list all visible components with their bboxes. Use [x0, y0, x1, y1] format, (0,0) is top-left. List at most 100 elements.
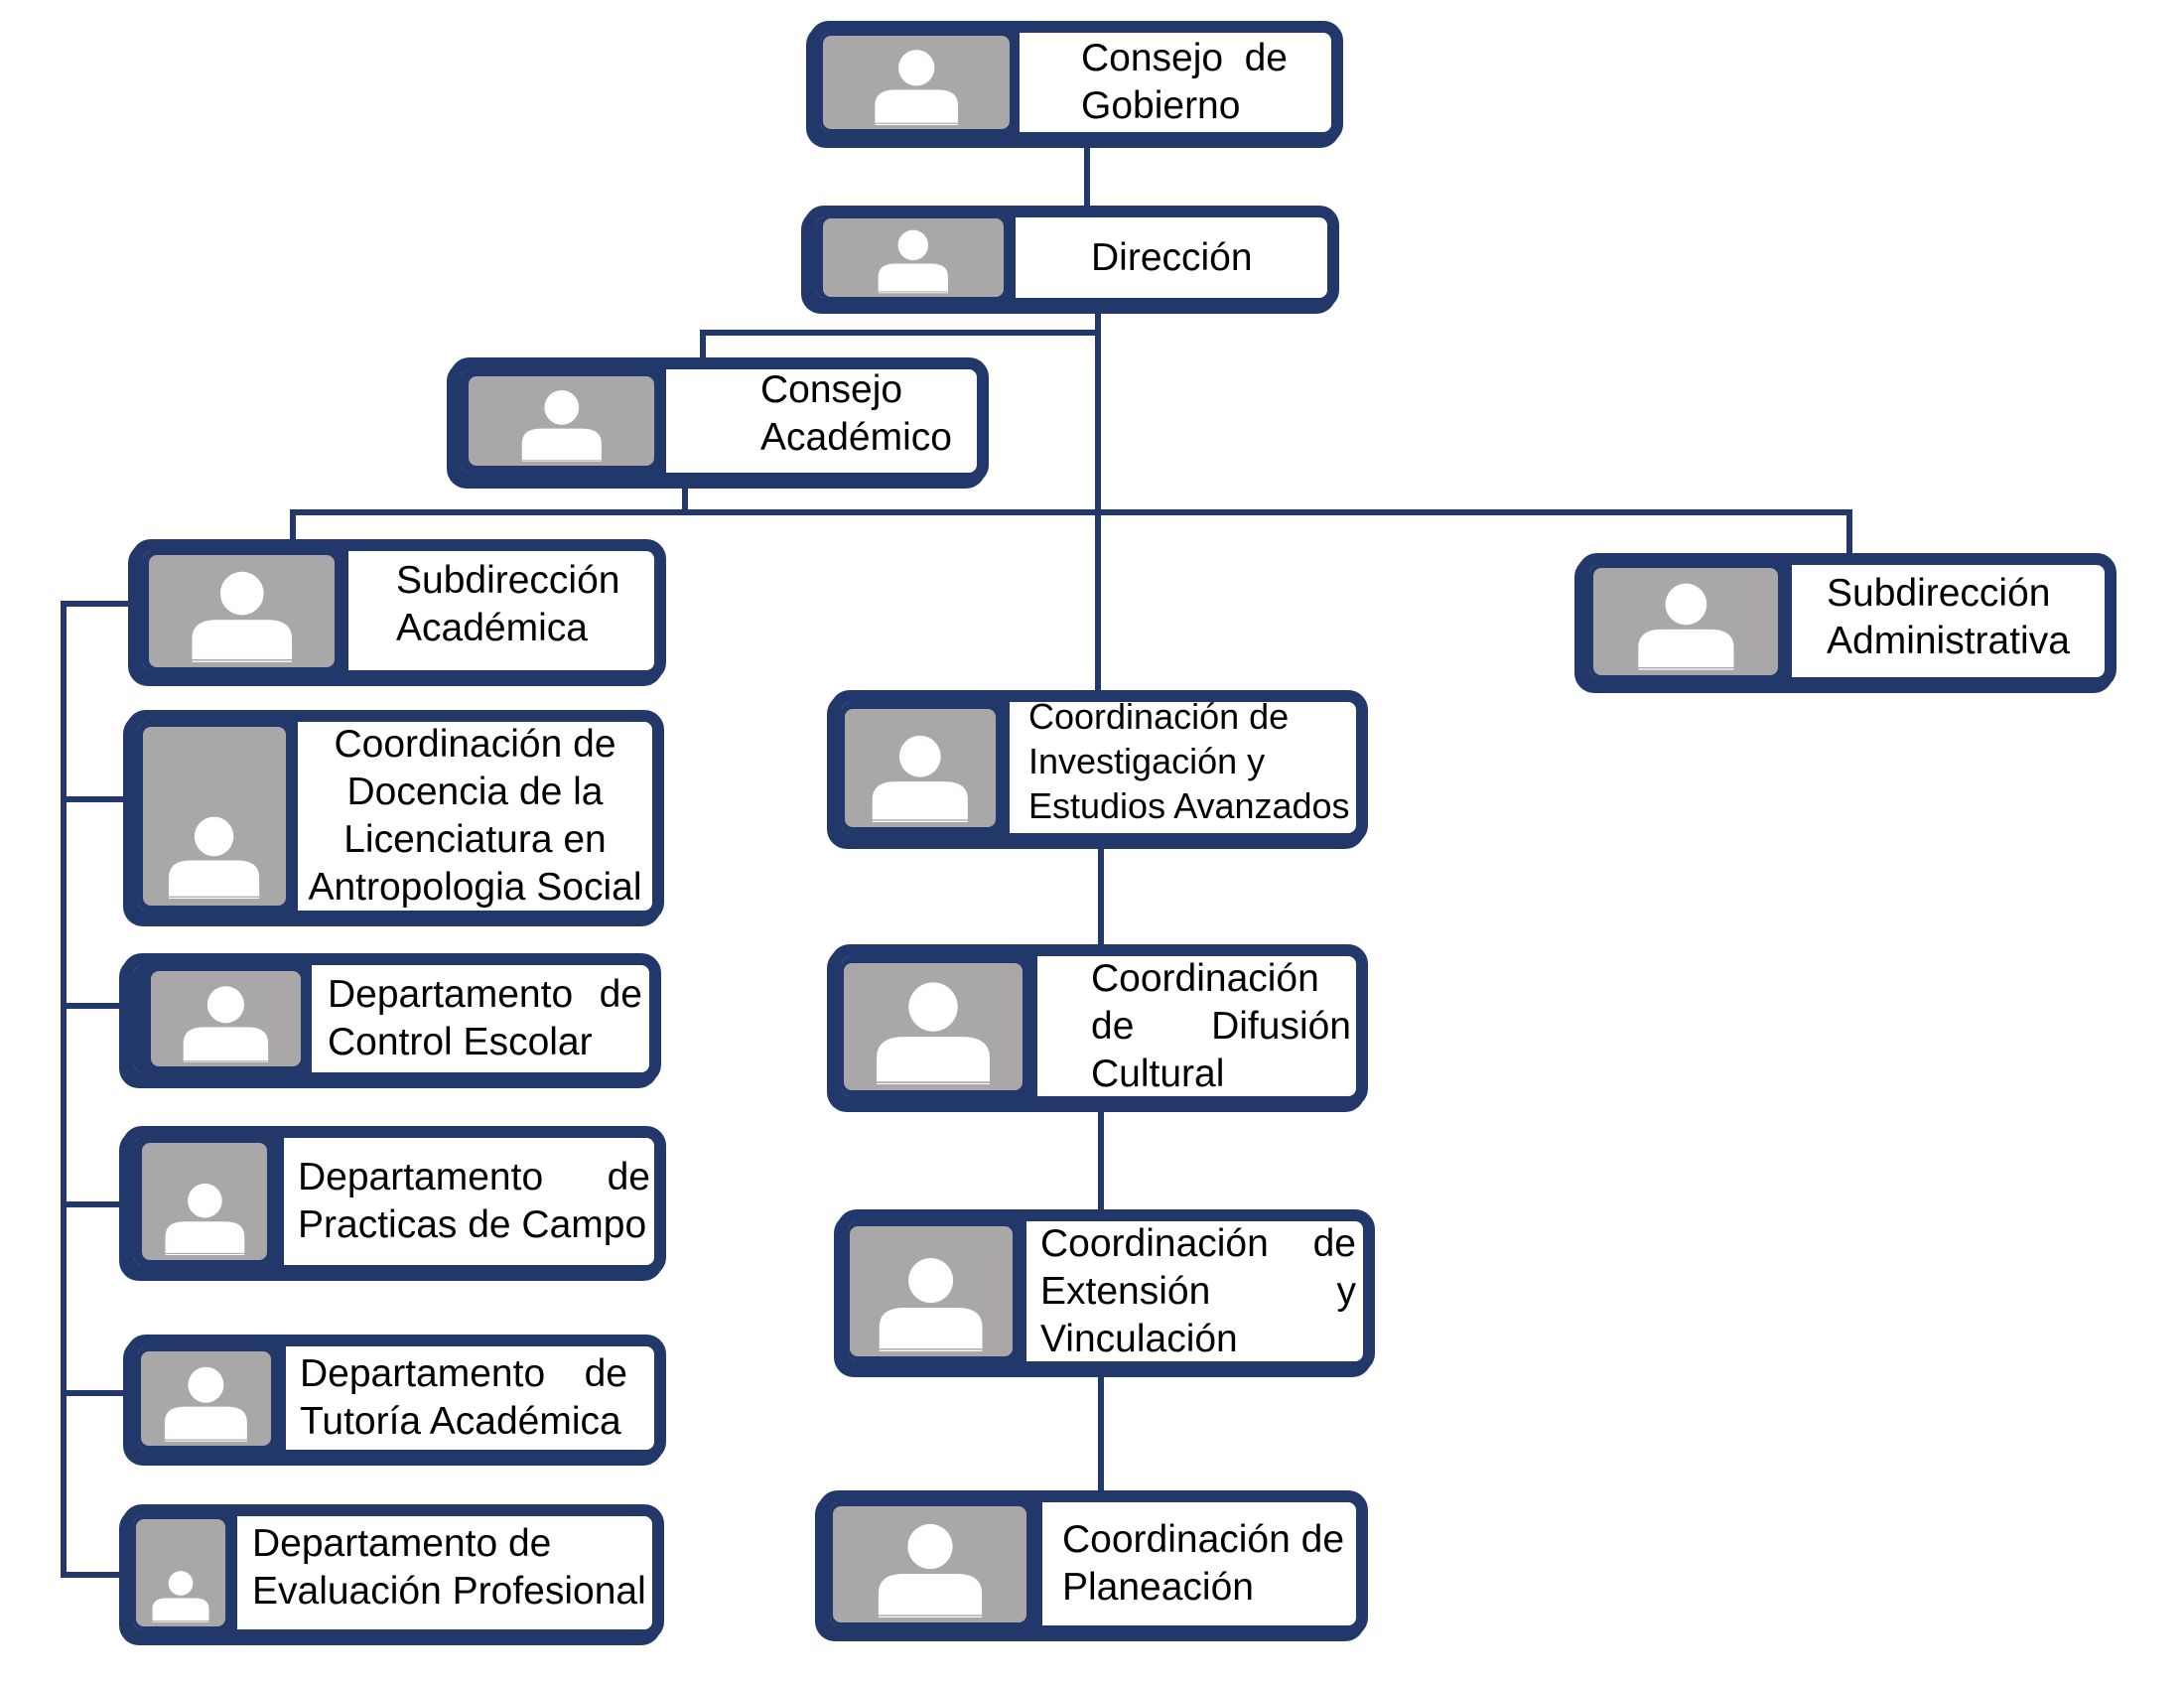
photo-placeholder [469, 376, 654, 466]
node-label: Subdirección Administrativa [1827, 565, 2090, 677]
person-placeholder-icon [1612, 580, 1760, 670]
node-label: Coordinación de Docencia de la Licenciat… [308, 722, 642, 911]
node-label: Coordinación de Extensión y Vinculación [1040, 1221, 1356, 1361]
photo-panel [134, 1138, 284, 1265]
label-line: Departamento de [300, 1352, 627, 1395]
photo-panel [462, 369, 666, 473]
org-node-coordinacion-investigacion: Coordinación de Investigación y Estudios… [830, 690, 1368, 845]
photo-placeholder [151, 971, 301, 1066]
label-line: Subdirección [396, 559, 620, 602]
photo-placeholder [149, 554, 335, 667]
photo-panel [816, 217, 1016, 298]
photo-placeholder [143, 727, 286, 906]
org-node-departamento-practicas-campo: Departamento de Practicas de Campo [122, 1126, 666, 1277]
person-placeholder-icon [866, 1242, 996, 1351]
photo-panel [134, 965, 312, 1072]
label-line: Coordinación de [1028, 695, 1290, 737]
person-placeholder-icon [841, 227, 986, 293]
org-node-coordinacion-planeacion: Coordinación de Planeación [818, 1490, 1368, 1637]
label-line: Planeación [1062, 1566, 1254, 1609]
person-placeholder-icon [157, 749, 271, 899]
node-label: Coordinación de Planeación [1062, 1502, 1356, 1625]
label-line: de Difusión [1091, 1004, 1351, 1048]
label-line: Departamento de [328, 973, 642, 1016]
label-line: Antropologia Social [308, 866, 642, 909]
node-label: Departamento de Evaluación Profesional [252, 1516, 649, 1629]
node-label: Coordinación de Difusión Cultural [1091, 956, 1351, 1096]
photo-panel [830, 1502, 1042, 1625]
label-line: Gobierno [1081, 84, 1241, 127]
person-placeholder-icon [860, 723, 981, 822]
photo-placeholder [845, 708, 996, 827]
person-placeholder-icon [155, 1157, 255, 1255]
node-label: Consejo Académico [760, 368, 959, 473]
node-label: Departamento de Control Escolar [328, 965, 642, 1072]
photo-placeholder [833, 1505, 1026, 1622]
photo-panel [138, 722, 298, 911]
photo-panel [849, 1221, 1026, 1361]
label-line: Subdirección [1827, 571, 2051, 615]
photo-placeholder [844, 962, 1023, 1090]
person-placeholder-icon [862, 978, 1005, 1085]
photo-panel [138, 1346, 286, 1450]
org-node-coordinacion-extension: Coordinación de Extensión y Vinculación [837, 1209, 1375, 1373]
org-node-departamento-evaluacion: Departamento de Evaluación Profesional [122, 1504, 664, 1641]
label-line: Evaluación Profesional [252, 1570, 646, 1613]
label-line: Dirección [1091, 235, 1253, 279]
label-line: Vinculación [1040, 1317, 1238, 1360]
person-placeholder-icon [145, 1532, 216, 1622]
label-line: Investigación y [1028, 740, 1266, 781]
person-placeholder-icon [166, 983, 286, 1063]
label-line: Consejo de [1081, 37, 1288, 79]
org-node-consejo-academico: Consejo Académico [450, 357, 989, 485]
label-line: Practicas de Campo [298, 1203, 647, 1246]
label-line: Cultural [1091, 1052, 1225, 1095]
photo-panel [134, 1516, 237, 1629]
org-node-coordinacion-docencia: Coordinación de Docencia de la Licenciat… [126, 710, 664, 922]
photo-panel [842, 702, 1010, 833]
label-line: Extensión y [1040, 1269, 1356, 1313]
label-line: Académica [396, 607, 588, 649]
photo-placeholder [823, 218, 1004, 297]
photo-placeholder [142, 1143, 267, 1260]
node-label: Coordinación de Investigación y Estudios… [1028, 696, 1354, 833]
person-placeholder-icon [154, 1362, 258, 1442]
org-node-departamento-control-escolar: Departamento de Control Escolar [122, 953, 661, 1084]
label-line: Consejo [760, 368, 903, 411]
person-placeholder-icon [842, 47, 991, 125]
label-line: Coordinación [1091, 956, 1319, 1000]
label-line: Licenciatura en [343, 818, 607, 861]
person-placeholder-icon [487, 387, 636, 463]
label-line: Coordinación de [1040, 1221, 1356, 1265]
photo-placeholder [823, 36, 1010, 129]
label-line: Administrativa [1827, 619, 2070, 662]
label-line: Tutoría Académica [300, 1400, 621, 1443]
photo-placeholder [850, 1226, 1013, 1356]
photo-panel [143, 551, 348, 670]
person-placeholder-icon [168, 568, 317, 662]
label-line: Coordinación de [334, 723, 616, 766]
node-label: Consejo de Gobierno [1081, 33, 1288, 132]
org-node-subdireccion-administrativa: Subdirección Administrativa [1577, 553, 2116, 689]
org-node-direccion: Dirección [804, 206, 1339, 310]
photo-panel [842, 956, 1037, 1096]
photo-placeholder [1593, 567, 1778, 675]
org-node-coordinacion-difusion: Coordinación de Difusión Cultural [830, 944, 1368, 1108]
label-line: Coordinación de [1062, 1518, 1345, 1561]
photo-panel [821, 33, 1020, 132]
photo-placeholder [141, 1350, 271, 1446]
photo-placeholder [136, 1519, 225, 1626]
node-label: Dirección [1091, 217, 1309, 298]
node-label: Departamento de Practicas de Campo [298, 1138, 650, 1265]
org-node-consejo-de-gobierno: Consejo de Gobierno [809, 21, 1343, 144]
node-label: Departamento de Tutoría Académica [300, 1346, 627, 1450]
photo-panel [1589, 565, 1792, 677]
org-node-subdireccion-academica: Subdirección Académica [131, 539, 666, 682]
node-label: Subdirección Académica [396, 551, 644, 670]
org-node-departamento-tutoria: Departamento de Tutoría Académica [126, 1335, 666, 1462]
label-line: Académico [760, 416, 952, 459]
label-line: Departamento de [252, 1522, 552, 1565]
label-line: Docencia de la [346, 771, 604, 813]
label-line: Departamento de [298, 1156, 650, 1198]
